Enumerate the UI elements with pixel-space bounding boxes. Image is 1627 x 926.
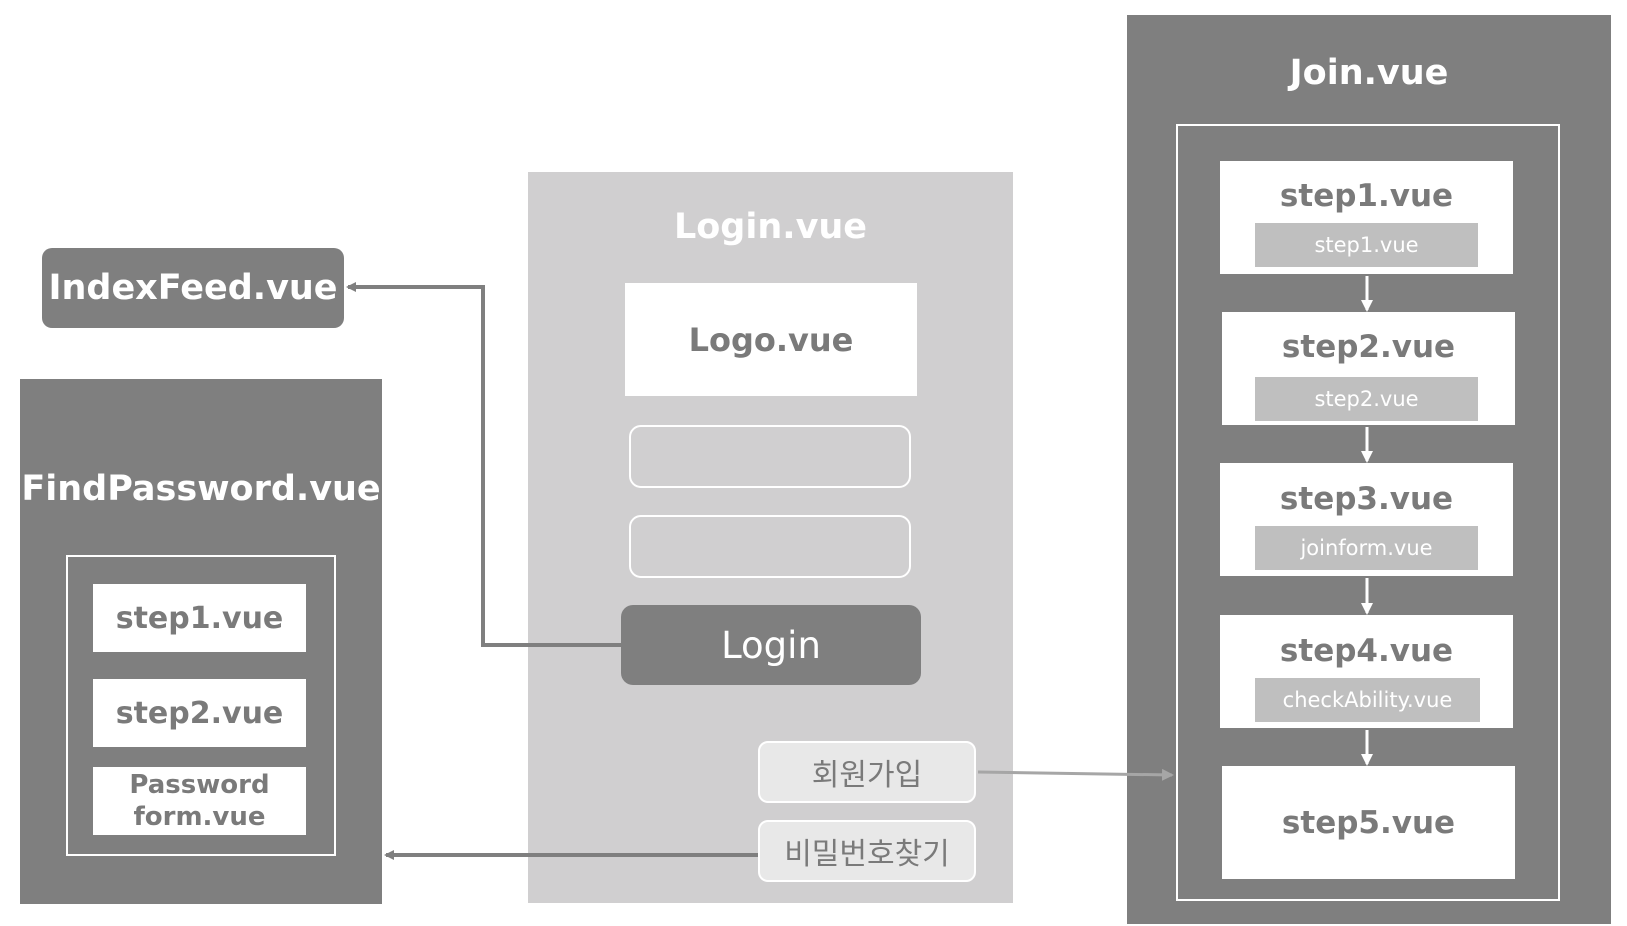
join-step1-sub: step1.vue (1255, 223, 1478, 267)
join-step5: step5.vue (1222, 766, 1515, 879)
join-step3: step3.vue joinform.vue (1220, 463, 1513, 576)
password-input[interactable] (629, 515, 911, 578)
find-password-step3: Password form.vue (93, 767, 306, 835)
join-step4-title: step4.vue (1279, 633, 1454, 669)
join-step1: step1.vue step1.vue (1220, 161, 1513, 274)
join-step3-title: step3.vue (1279, 481, 1454, 517)
id-input[interactable] (629, 425, 911, 488)
join-step4-sub: checkAbility.vue (1255, 678, 1480, 722)
find-password-panel: FindPassword.vue step1.vue step2.vue Pas… (20, 379, 382, 904)
join-panel: Join.vue step1.vue step1.vue step2.vue s… (1127, 15, 1611, 924)
find-password-inner-frame: step1.vue step2.vue Password form.vue (66, 555, 336, 856)
logo-box: Logo.vue (625, 283, 917, 396)
join-inner-frame (1176, 124, 1560, 901)
login-panel: Login.vue Logo.vue Login 회원가입 비밀번호찾기 (528, 172, 1013, 903)
find-password-title: FindPassword.vue (21, 469, 381, 509)
join-step1-title: step1.vue (1279, 178, 1454, 214)
join-step4: step4.vue checkAbility.vue (1220, 615, 1513, 728)
find-password-step2: step2.vue (93, 679, 306, 747)
join-step2-sub: step2.vue (1255, 377, 1478, 421)
find-password-step1: step1.vue (93, 584, 306, 652)
signup-button[interactable]: 회원가입 (758, 741, 976, 803)
index-feed-box: IndexFeed.vue (42, 248, 344, 328)
login-title: Login.vue (673, 207, 868, 247)
find-password-button[interactable]: 비밀번호찾기 (758, 820, 976, 882)
login-button[interactable]: Login (621, 605, 921, 685)
join-step3-sub: joinform.vue (1255, 526, 1478, 570)
join-title: Join.vue (1289, 53, 1449, 93)
join-step2: step2.vue step2.vue (1222, 312, 1515, 425)
join-step2-title: step2.vue (1281, 329, 1456, 365)
